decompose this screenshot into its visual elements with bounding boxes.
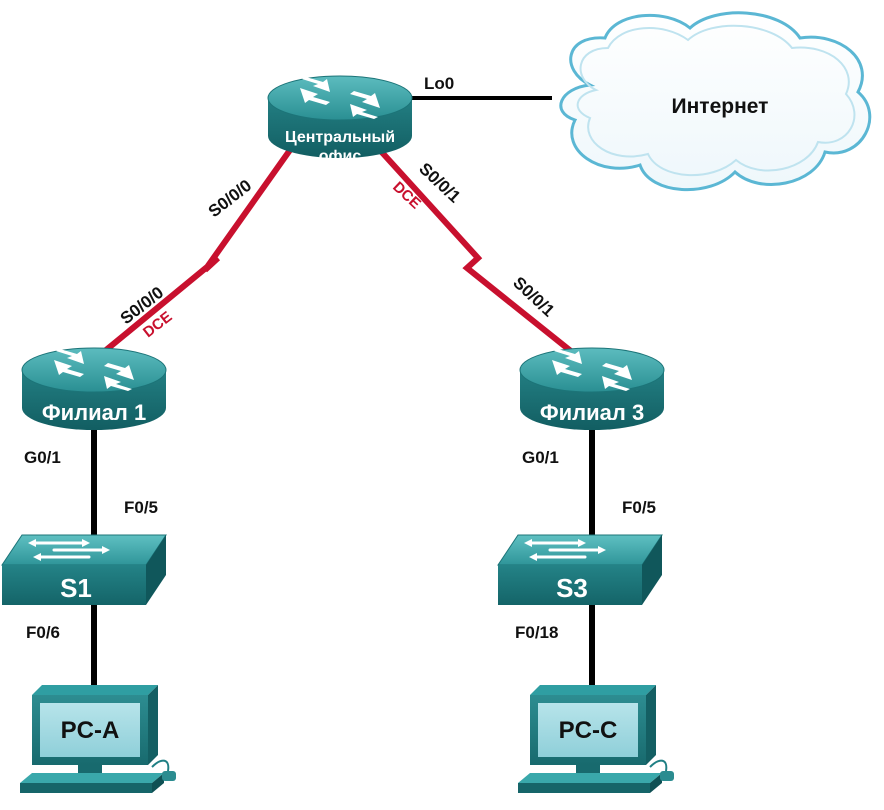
iface-s1-f05: F0/5: [124, 498, 158, 517]
dce-label-right: DCE: [389, 178, 424, 212]
router-branch3-name: Филиал 3: [540, 400, 644, 425]
internet-cloud: Интернет: [559, 11, 872, 192]
pc-c[interactable]: PC-C: [517, 684, 675, 794]
switch-s3[interactable]: S3: [496, 533, 664, 607]
cloud-icon: [559, 11, 872, 192]
router-branch1-name: Филиал 1: [42, 400, 146, 425]
iface-b3-s001: S0/0/1: [509, 273, 558, 320]
router-hq-name-line2: офис: [319, 148, 362, 165]
iface-s1-f06: F0/6: [26, 623, 60, 642]
router-hq-name-line1: Центральный: [285, 129, 395, 146]
router-hq[interactable]: Центральный офис: [267, 75, 413, 165]
router-branch1[interactable]: Филиал 1: [21, 347, 167, 431]
serial-link-hq-branch3: [375, 145, 574, 355]
switch-s1[interactable]: S1: [0, 533, 168, 607]
pc-a[interactable]: PC-A: [19, 684, 177, 794]
iface-hq-lo0: Lo0: [424, 74, 454, 93]
switch-s1-name: S1: [60, 573, 92, 603]
switch-s3-name: S3: [556, 573, 588, 603]
iface-s3-f018: F0/18: [515, 623, 558, 642]
router-branch3[interactable]: Филиал 3: [519, 347, 665, 431]
pc-a-name: PC-A: [61, 717, 120, 744]
iface-b3-g01: G0/1: [522, 448, 559, 467]
serial-link-hq-branch1: [98, 148, 293, 358]
pc-c-name: PC-C: [559, 717, 618, 744]
internet-label: Интернет: [672, 95, 769, 118]
iface-s3-f05: F0/5: [622, 498, 656, 517]
iface-b1-g01: G0/1: [24, 448, 61, 467]
